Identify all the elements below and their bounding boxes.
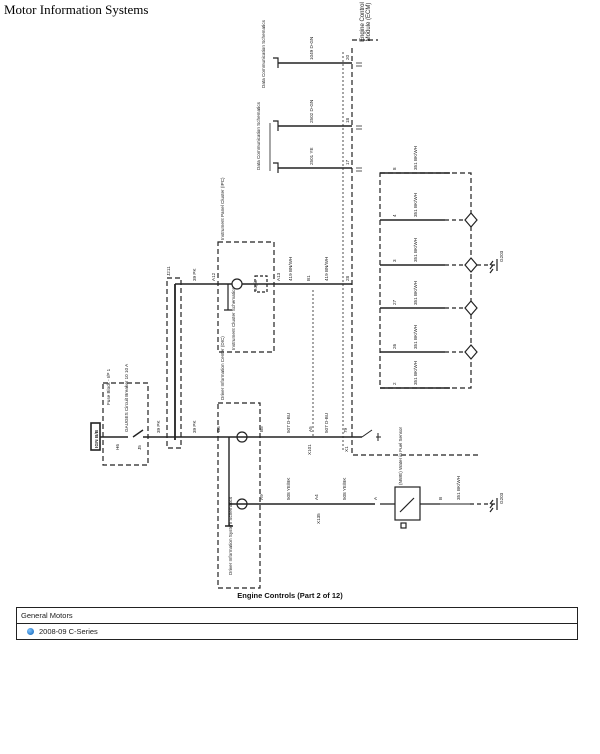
wire-yebk-2: 508 YE/BK (342, 477, 347, 500)
wire-bkwh-1: 351 BK/WH (413, 146, 418, 170)
pin-28: 28 (345, 275, 350, 281)
bullet-icon (27, 628, 34, 635)
manufacturer: General Motors (21, 611, 73, 620)
wire-bkwh-4: 351 BK/WH (413, 281, 418, 305)
wire-bkwh-2: 351 BK/WH (413, 193, 418, 217)
ground-label: G203 (499, 250, 504, 262)
dic-schematic-ref: Driver Information System Schematics (228, 496, 233, 575)
wire-pk-3: 39 PK (192, 268, 197, 281)
wiring-diagram: IGN B/B Fuse Block - I/P 1 GAUGES Circui… (90, 19, 504, 589)
wire-bkwh-sensor: 351 BK/WH (456, 476, 461, 500)
wire-dbu-2: 507 D-BU (324, 413, 329, 433)
manufacturer-row: General Motors (17, 608, 577, 623)
power-source-label: IGN B/B (94, 429, 100, 448)
ground-pin-2: 4 (392, 214, 397, 217)
ground-label-sensor: G203 (499, 492, 504, 504)
data-comm-ref-2: Data Communication Schematics (256, 101, 261, 170)
data-wire-2: 2502 D-GN (309, 100, 314, 123)
model-link[interactable]: 2008-09 C-Series (39, 627, 98, 636)
fuse-pin-out: J5 (137, 445, 142, 450)
connector-x135: X135 (316, 513, 321, 524)
ipc-logic-label: Logic (253, 279, 258, 291)
data-wire-1: 1049 D-GN (309, 37, 314, 60)
breaker-label: GAUGES Circuit Breaker 10 10 A (124, 363, 129, 432)
connector-b: B (438, 497, 443, 500)
ecm-label: Engine Control Module (ECM) (359, 2, 373, 42)
dic-pin-in: B6 (216, 426, 221, 432)
connector-a4: A4 (314, 494, 319, 500)
sensor-label: (NWE) Water in Fuel Sensor (398, 427, 403, 485)
pin-79: 79 (343, 427, 348, 433)
fuse-pin-in: H6 (115, 444, 120, 450)
wire-bkwh-6: 351 BK/WH (413, 361, 418, 385)
diagram-caption: Engine Controls (Part 2 of 12) (237, 591, 343, 600)
ground-pin-6: 2 (392, 382, 397, 385)
connector-x101: X101 (307, 444, 312, 455)
data-comm-ref-1: Data Communication Schematics (261, 19, 266, 88)
wire-pk-2: 39 PK (192, 420, 197, 433)
splice-label: J211 (166, 266, 171, 276)
ground-pin-1: 8 (392, 167, 397, 170)
ipc-pin-out: A13 (276, 272, 281, 281)
vehicle-info-table: General Motors 2008-09 C-Series (16, 607, 578, 640)
wire-bkwh-5: 351 BK/WH (413, 325, 418, 349)
data-pin-2: 18 (345, 117, 350, 123)
dic-label: Driver Information Center (DIC) (220, 336, 225, 400)
wire-dbu-1: 507 D-BU (286, 413, 291, 433)
dic-pin-out1: B5 (259, 426, 264, 432)
ground-pin-4: 27 (392, 299, 397, 305)
wire-bnwh-2: 419 BN/WH (324, 257, 329, 281)
wire-yebk-1: 508 YE/BK (286, 477, 291, 500)
data-pin-3: 17 (345, 159, 350, 165)
page-title: Motor Information Systems (4, 2, 149, 17)
ground-pin-5: 26 (392, 343, 397, 349)
connector-x1: X1 (344, 446, 349, 452)
fuse-block-label: Fuse Block - I/P 1 (106, 368, 111, 405)
data-pin-1: 20 (345, 54, 350, 60)
wire-bnwh-1: 419 BN/WH (288, 257, 293, 281)
wire-pk-1: 39 PK (156, 420, 161, 433)
connector-b1: B1 (306, 275, 311, 281)
model-row[interactable]: 2008-09 C-Series (17, 623, 577, 639)
connector-a5: A5 (308, 426, 313, 432)
ipc-schematic-ref: Instrument Cluster Schematics (231, 287, 236, 350)
ground-pin-3: 3 (392, 259, 397, 262)
connector-a: A (373, 496, 378, 500)
dic-pin-out2: A9 (259, 494, 264, 500)
wire-bkwh-3: 351 BK/WH (413, 238, 418, 262)
ipc-label: Instrument Panel Cluster (IPC) (220, 177, 225, 240)
ipc-pin-in: A12 (211, 272, 216, 281)
data-wire-3: 2501 YE (309, 147, 314, 165)
